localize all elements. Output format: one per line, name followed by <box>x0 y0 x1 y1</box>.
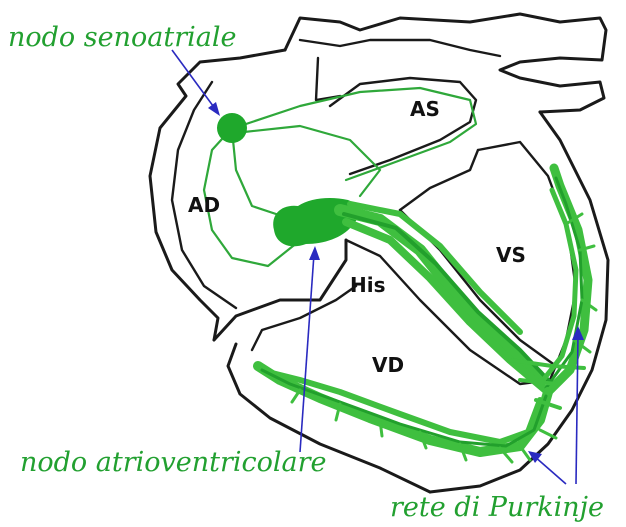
label-left-ventricle: VS <box>496 243 526 267</box>
label-right-ventricle: VD <box>372 353 404 377</box>
bachmann-bundle <box>240 88 476 180</box>
conduction-system <box>204 88 596 462</box>
sa-node <box>217 113 247 143</box>
arrowhead-sa-node <box>208 102 220 116</box>
pulmonary-inner <box>316 58 340 100</box>
arrow-sa-node <box>172 50 216 110</box>
label-left-atrium: AS <box>410 97 440 121</box>
arrow-purkinje-rv <box>534 456 566 484</box>
aorta-inner <box>300 40 500 56</box>
septum-left <box>400 150 478 210</box>
arrowhead-av-node <box>309 246 320 260</box>
arrow-av-node <box>300 254 314 452</box>
label-sa-node: nodo senoatriale <box>8 22 236 53</box>
internodal-pathway <box>232 130 282 216</box>
label-right-atrium: AD <box>188 193 220 217</box>
right-ventricle-inner <box>252 286 356 350</box>
label-his-bundle: His <box>350 273 386 297</box>
atrial-pathway-upper <box>244 126 380 196</box>
label-purkinje: rete di Purkinje <box>390 492 604 523</box>
label-av-node: nodo atrioventricolare <box>20 447 327 478</box>
